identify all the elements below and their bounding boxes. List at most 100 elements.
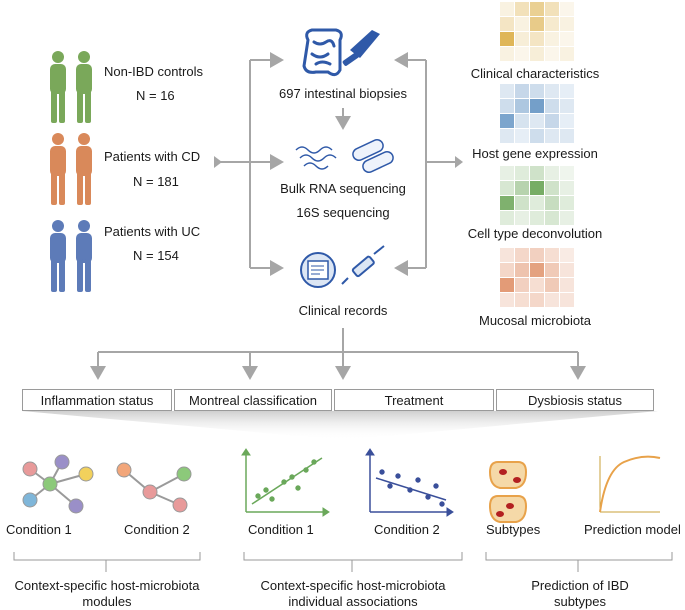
cohort-n-uc: N = 154 — [133, 248, 179, 263]
cohort-n-cd: N = 181 — [133, 174, 179, 189]
heatmap-cell — [530, 129, 544, 143]
heatmap-cell — [515, 84, 529, 98]
heatmap-cell — [515, 196, 529, 210]
heatmap-cell — [500, 17, 514, 31]
heatmap-cell — [515, 211, 529, 225]
biopsies-label: 697 intestinal biopsies — [279, 86, 407, 101]
deconv-heatmap-icon — [500, 166, 574, 225]
heatmap-cell — [500, 196, 514, 210]
heatmap-cell — [515, 248, 529, 262]
heatmap-cell — [500, 211, 514, 225]
heatmap-cell — [530, 248, 544, 262]
heatmap-cell — [560, 278, 574, 292]
bulk-rna-label: Bulk RNA sequencing — [280, 181, 406, 196]
clinical-records-label: Clinical records — [298, 303, 388, 318]
heatmap-cell — [560, 47, 574, 61]
scatter-condition2-icon — [365, 448, 454, 517]
heatmap-cell — [560, 17, 574, 31]
heatmap-cell — [545, 129, 559, 143]
data-type-label-gene: Host gene expression — [472, 146, 598, 161]
summary-prediction-line1: Prediction of IBD — [531, 578, 629, 593]
network-condition2-icon — [116, 462, 192, 513]
heatmap-cell — [515, 129, 529, 143]
heatmap-cell — [560, 32, 574, 46]
heatmap-cell — [545, 47, 559, 61]
heatmap-cell — [500, 84, 514, 98]
heatmap-cell — [545, 278, 559, 292]
heatmap-cell — [530, 166, 544, 180]
heatmap-cell — [515, 278, 529, 292]
heatmap-cell — [515, 2, 529, 16]
heatmap-cell — [545, 32, 559, 46]
heatmap-cell — [560, 293, 574, 307]
heatmap-cell — [500, 181, 514, 195]
factor-treatment: Treatment — [334, 389, 494, 411]
heatmap-cell — [530, 47, 544, 61]
factor-inflammation-status: Inflammation status — [22, 389, 172, 411]
cohort-label-controls: Non-IBD controls — [104, 64, 203, 79]
heatmap-cell — [500, 129, 514, 143]
uc-patient-figures-icon — [50, 220, 92, 292]
scatter-cond1-label: Condition 1 — [248, 522, 314, 537]
heatmap-cell — [500, 293, 514, 307]
heatmap-cell — [560, 248, 574, 262]
heatmap-cell — [545, 181, 559, 195]
cohort-n-controls: N = 16 — [136, 88, 175, 103]
heatmap-cell — [530, 84, 544, 98]
heatmap-cell — [530, 196, 544, 210]
heatmap-cell — [545, 263, 559, 277]
heatmap-cell — [545, 114, 559, 128]
heatmap-cell — [530, 17, 544, 31]
summary-modules-line1: Context-specific host-microbiota — [14, 578, 200, 593]
heatmap-cell — [545, 248, 559, 262]
heatmap-cell — [515, 293, 529, 307]
scatter-cond2-label: Condition 2 — [374, 522, 440, 537]
heatmap-cell — [500, 47, 514, 61]
heatmap-cell — [500, 99, 514, 113]
factor-dysbiosis-status: Dysbiosis status — [496, 389, 654, 411]
heatmap-cell — [500, 32, 514, 46]
cohort-label-cd: Patients with CD — [104, 149, 201, 164]
heatmap-cell — [530, 211, 544, 225]
prediction-model-label: Prediction model — [584, 522, 681, 537]
heatmap-cell — [530, 2, 544, 16]
network-condition1-icon — [22, 454, 94, 514]
heatmap-cell — [500, 2, 514, 16]
heatmap-cell — [560, 181, 574, 195]
cohort-label-uc: Patients with UC — [104, 224, 201, 239]
bacteria-icon — [352, 139, 394, 173]
heatmap-cell — [560, 84, 574, 98]
subtypes-label: Subtypes — [486, 522, 541, 537]
subtype-organ-icon — [488, 461, 528, 523]
heatmap-cell — [500, 263, 514, 277]
clinical-record-icon — [300, 252, 336, 288]
gene-heatmap-icon — [500, 84, 574, 143]
heatmap-cell — [545, 2, 559, 16]
heatmap-cell — [515, 114, 529, 128]
heatmap-cell — [545, 293, 559, 307]
data-type-label-clinical: Clinical characteristics — [470, 66, 600, 81]
heatmap-cell — [500, 278, 514, 292]
clinical-heatmap-icon — [500, 2, 574, 61]
heatmap-cell — [500, 248, 514, 262]
heatmap-cell — [545, 17, 559, 31]
sequencing-strands-icon — [295, 146, 337, 170]
heatmap-cell — [560, 211, 574, 225]
factor-montreal-classification: Montreal classification — [174, 389, 332, 411]
16s-label: 16S sequencing — [296, 205, 390, 220]
summary-associations-line2: individual associations — [288, 594, 418, 609]
heatmap-cell — [530, 32, 544, 46]
control-figures-icon — [50, 51, 92, 123]
heatmap-cell — [530, 293, 544, 307]
heatmap-cell — [545, 211, 559, 225]
heatmap-cell — [560, 129, 574, 143]
heatmap-cell — [560, 263, 574, 277]
cd-patient-figures-icon — [50, 133, 92, 205]
heatmap-cell — [515, 99, 529, 113]
heatmap-cell — [530, 181, 544, 195]
